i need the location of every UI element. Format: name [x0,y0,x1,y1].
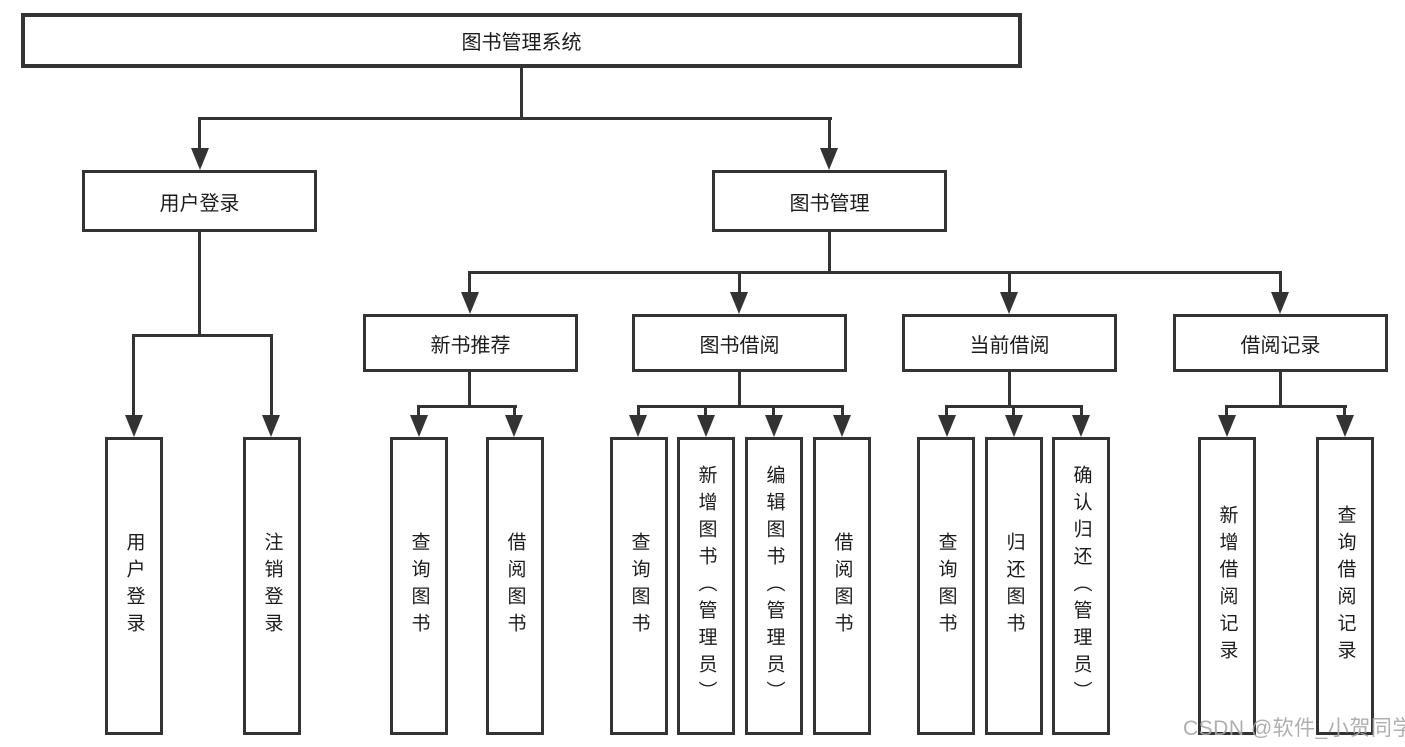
connector-line [468,271,1282,274]
node-book-management: 图书管理 [712,170,947,232]
node-user-login: 用户登录 [82,170,317,232]
connector-line [828,232,831,273]
connector-line [513,408,516,416]
connector-line [945,405,1083,408]
connector-line [841,408,844,416]
node-label: 编辑图书（管理员） [763,464,785,708]
node-label: 新增借阅记录 [1216,505,1238,667]
node-label: 确认归还（管理员） [1070,464,1092,708]
leaf-edit-book-admin: 编辑图书（管理员） [745,437,803,735]
arrowhead-down-icon [1072,415,1090,437]
arrowhead-down-icon [1005,415,1023,437]
arrowhead-down-icon [730,292,748,314]
connector-line [828,120,831,150]
connector-line [772,408,775,416]
arrowhead-down-icon [191,148,209,170]
connector-line [738,372,741,407]
node-label: 图书管理系统 [461,32,582,54]
arrowhead-down-icon [461,292,479,314]
arrowhead-down-icon [765,415,783,437]
connector-line [468,372,471,407]
connector-line [1225,408,1228,416]
node-label: 查询图书 [628,532,650,640]
arrowhead-down-icon [1336,415,1354,437]
connector-line [1225,405,1347,408]
node-book-borrow: 图书借阅 [632,314,847,372]
connector-line [1343,408,1346,416]
node-new-book-recommend: 新书推荐 [363,314,578,372]
connector-line [468,274,471,292]
csdn-watermark: CSDN @软件_小贺同学 [1183,717,1405,740]
node-label: 用户登录 [123,532,145,640]
arrowhead-down-icon [125,415,143,437]
connector-line [270,337,273,415]
leaf-query-borrow-record: 查询借阅记录 [1316,437,1374,735]
connector-line [637,405,844,408]
connector-line [1080,408,1083,416]
node-label: 用户登录 [159,192,240,215]
node-label: 查询图书 [935,532,957,640]
node-current-borrow: 当前借阅 [902,314,1117,372]
node-label: 新增图书（管理员） [695,464,717,708]
arrowhead-down-icon [1000,292,1018,314]
connector-line [1279,372,1282,407]
connector-line [1012,408,1015,416]
leaf-query-books-current: 查询图书 [917,437,975,735]
leaf-borrow-books-recommend: 借阅图书 [486,437,544,735]
arrowhead-down-icon [833,415,851,437]
leaf-query-books-recommend: 查询图书 [390,437,448,735]
leaf-add-borrow-record: 新增借阅记录 [1198,437,1256,735]
connector-line [704,408,707,416]
connector-line [132,337,135,415]
node-label: 注销登录 [261,532,283,640]
connector-line [637,408,640,416]
leaf-borrow-books: 借阅图书 [813,437,871,735]
connector-line [198,120,201,150]
connector-line [198,232,201,336]
node-label: 归还图书 [1003,532,1025,640]
connector-line [198,117,832,120]
node-label: 新书推荐 [430,334,511,357]
arrowhead-down-icon [262,415,280,437]
connector-line [1008,372,1011,407]
connector-line [132,334,273,337]
node-library-system: 图书管理系统 [21,13,1022,68]
node-label: 查询借阅记录 [1334,505,1356,667]
arrowhead-down-icon [505,415,523,437]
arrowhead-down-icon [938,415,956,437]
connector-line [1008,274,1011,292]
arrowhead-down-icon [629,415,647,437]
node-borrow-records: 借阅记录 [1173,314,1388,372]
connector-line [945,408,948,416]
leaf-confirm-return-admin: 确认归还（管理员） [1052,437,1110,735]
connector-line [1279,274,1282,292]
leaf-logout: 注销登录 [243,437,301,735]
node-label: 当前借阅 [969,334,1050,357]
arrowhead-down-icon [820,148,838,170]
connector-line [417,408,420,416]
connector-line [738,274,741,292]
connector-line [520,68,523,120]
node-label: 查询图书 [408,532,430,640]
leaf-user-login: 用户登录 [105,437,163,735]
node-label: 图书借阅 [699,334,780,357]
node-label: 借阅图书 [831,532,853,640]
node-label: 借阅记录 [1240,334,1321,357]
node-label: 图书管理 [789,192,870,215]
arrowhead-down-icon [697,415,715,437]
leaf-add-book-admin: 新增图书（管理员） [677,437,735,735]
arrowhead-down-icon [410,415,428,437]
arrowhead-down-icon [1218,415,1236,437]
leaf-return-book: 归还图书 [985,437,1043,735]
connector-line [417,405,517,408]
leaf-query-books-borrow: 查询图书 [610,437,668,735]
node-label: 借阅图书 [504,532,526,640]
arrowhead-down-icon [1271,292,1289,314]
